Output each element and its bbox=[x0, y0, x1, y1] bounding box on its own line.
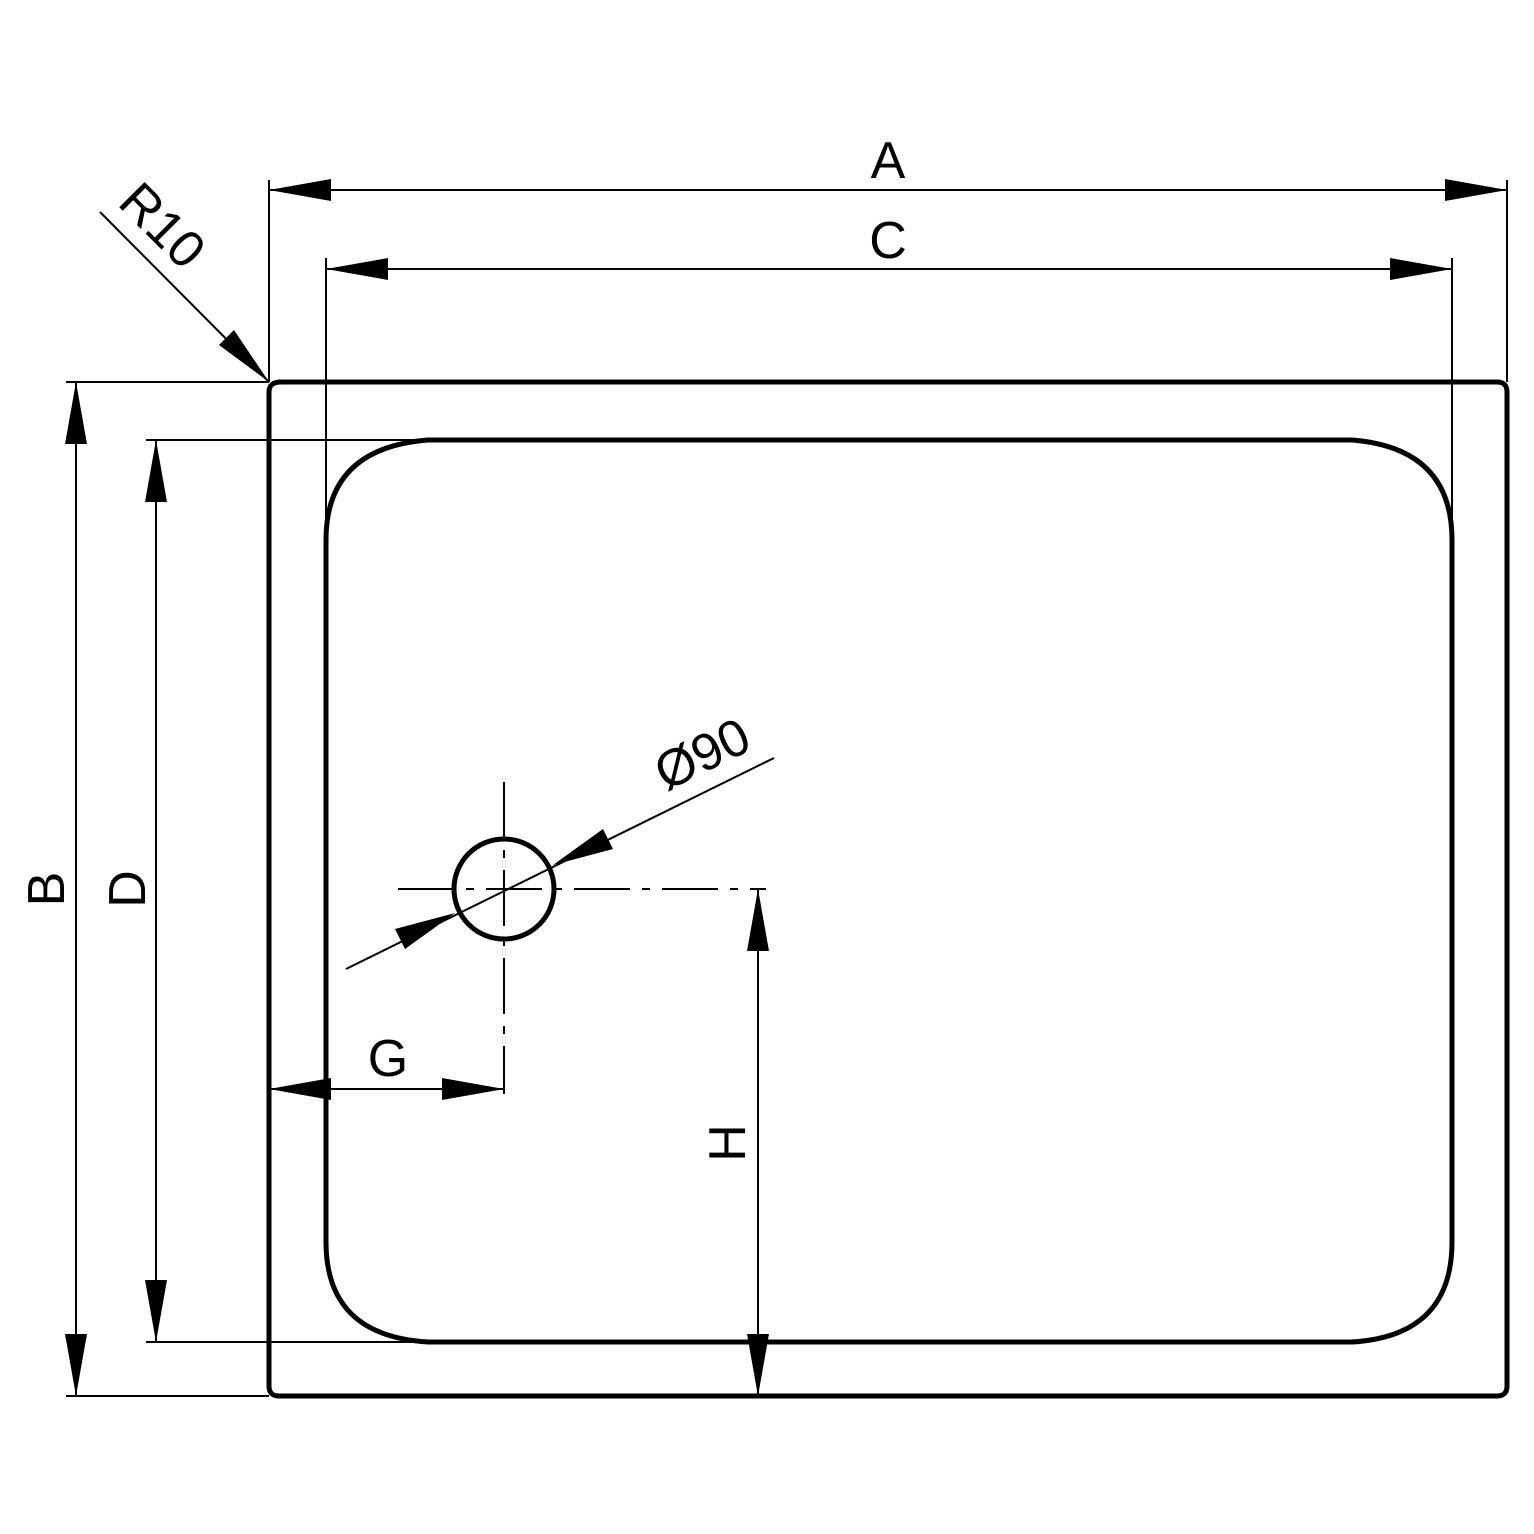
dimension-h-arrow-top bbox=[747, 889, 769, 951]
radius-leader-arrow bbox=[219, 330, 269, 382]
dimension-c-label: C bbox=[869, 212, 907, 270]
dimension-h-arrow-bottom bbox=[747, 1334, 769, 1396]
diameter-arrow-upper bbox=[553, 829, 613, 865]
dimension-c-arrow-left bbox=[326, 258, 388, 280]
dimension-b-arrow-bottom bbox=[65, 1334, 87, 1396]
dimension-d-arrow-bottom bbox=[145, 1280, 167, 1342]
dimension-g-arrow-right bbox=[442, 1078, 504, 1100]
dimension-d-arrow-top bbox=[145, 440, 167, 502]
dimension-h-label: H bbox=[699, 1124, 757, 1162]
dimension-a-label: A bbox=[871, 132, 906, 190]
dimension-d-label: D bbox=[99, 870, 157, 908]
radius-label: R10 bbox=[108, 172, 216, 280]
dimension-a-arrow-right bbox=[1445, 179, 1507, 201]
dimension-a-arrow-left bbox=[269, 179, 331, 201]
diameter-arrow-lower bbox=[395, 913, 455, 949]
outer-tray-outline bbox=[266, 379, 1510, 1399]
dimension-c-arrow-right bbox=[1390, 258, 1452, 280]
dimension-b-arrow-top bbox=[65, 382, 87, 444]
dimension-b-label: B bbox=[18, 872, 76, 907]
dimension-g-label: G bbox=[368, 1030, 408, 1088]
dimension-g-arrow-left bbox=[269, 1078, 331, 1100]
diameter-label: Ø90 bbox=[646, 707, 760, 802]
inner-basin-outline bbox=[323, 437, 1455, 1345]
